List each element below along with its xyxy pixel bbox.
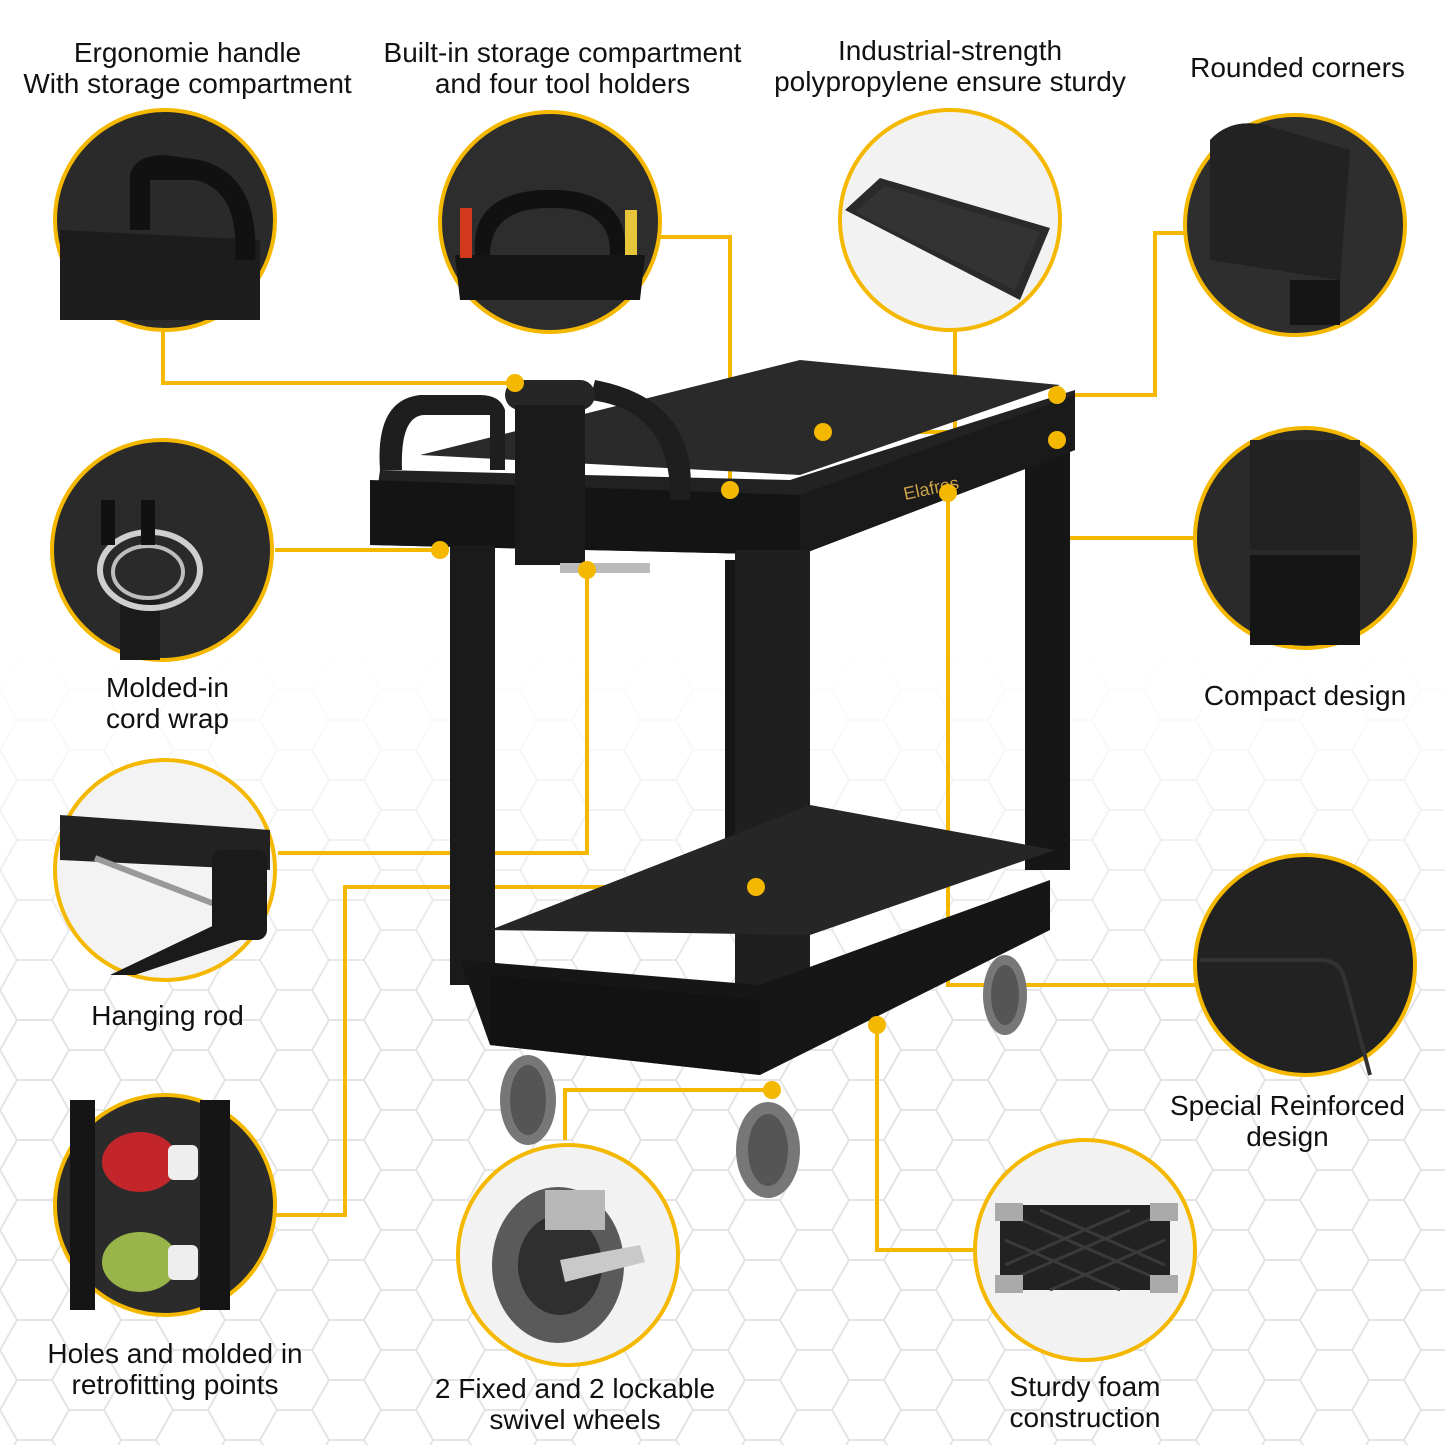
detail-circle-compact — [1193, 426, 1417, 650]
detail-circle-cord-wrap — [50, 438, 274, 662]
label-compact: Compact design — [1203, 680, 1407, 711]
detail-circle-tool-holders — [438, 110, 662, 334]
label-tool-holders: Built-in storage compartment and four to… — [383, 37, 742, 99]
label-rounded-corners: Rounded corners — [1190, 52, 1405, 83]
label-wheels: 2 Fixed and 2 lockable swivel wheels — [434, 1373, 716, 1435]
label-polypropylene: Industrial-strength polypropylene ensure… — [774, 35, 1126, 97]
detail-circle-wheels — [456, 1143, 680, 1367]
detail-circle-hanging-rod — [53, 758, 277, 982]
detail-circle-rounded-corners — [1183, 113, 1407, 337]
detail-circle-holes — [53, 1093, 277, 1317]
label-foam: Sturdy foam construction — [1009, 1371, 1161, 1433]
utility-cart — [370, 360, 1075, 1198]
detail-circle-foam — [973, 1138, 1197, 1362]
detail-circle-handle — [53, 108, 277, 332]
label-reinforced: Special Reinforced design — [1169, 1090, 1406, 1152]
label-hanging-rod: Hanging rod — [91, 1000, 244, 1031]
detail-circles — [50, 108, 1417, 1367]
connector-dots — [431, 374, 1066, 1099]
detail-circle-polypropylene — [838, 108, 1062, 332]
label-cord-wrap: Molded-in cord wrap — [106, 672, 229, 734]
detail-circle-reinforced — [1193, 853, 1417, 1077]
label-holes: Holes and molded in retrofitting points — [47, 1338, 303, 1400]
label-handle: Ergonomie handle With storage compartmen… — [23, 37, 352, 99]
connector-lines — [161, 231, 1195, 1252]
